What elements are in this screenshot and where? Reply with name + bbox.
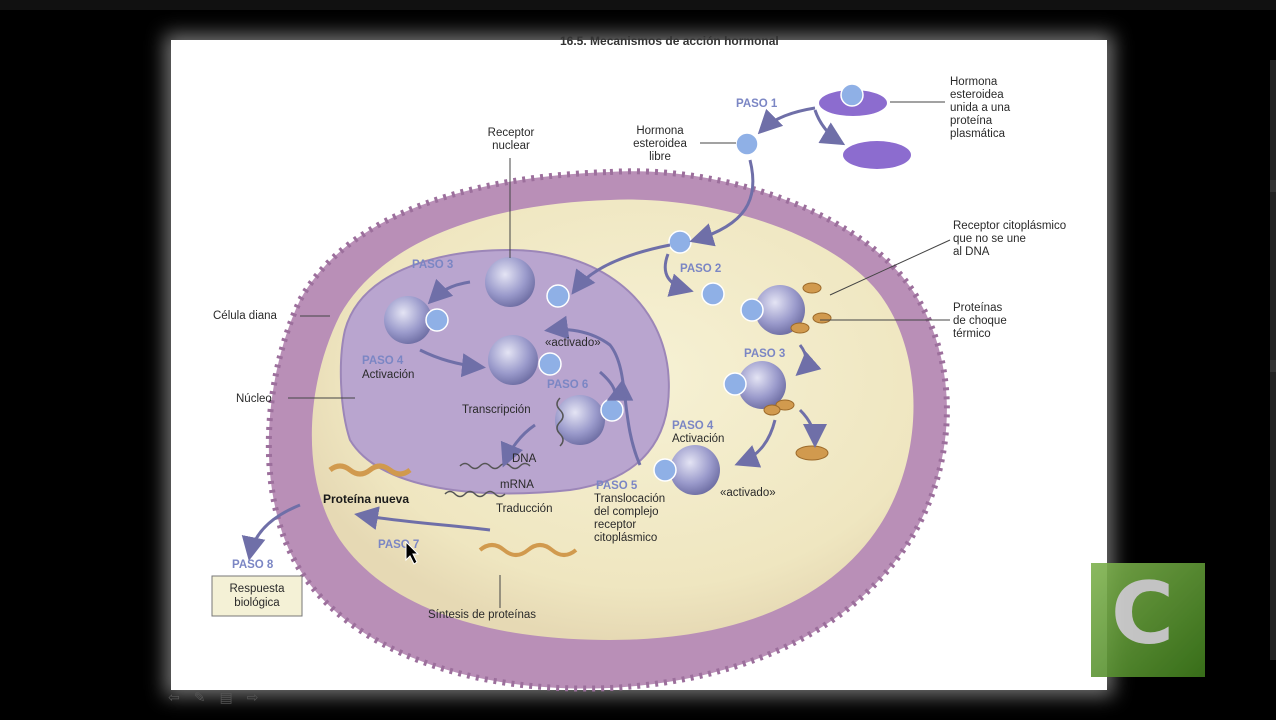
- label-dna: DNA: [512, 453, 537, 465]
- slideshow-toolbar[interactable]: ⇦✎▤⇨: [168, 690, 272, 706]
- camtasia-logo-icon: C: [1091, 563, 1205, 677]
- receptor-nuclear-activated: [488, 335, 538, 385]
- svg-text:citoplásmico: citoplásmico: [594, 532, 657, 544]
- label-transcripcion: Transcripción: [462, 404, 531, 416]
- label-traduccion: Traducción: [496, 503, 552, 515]
- pen-icon[interactable]: ✎: [194, 690, 220, 706]
- svg-text:Proteínas: Proteínas: [953, 302, 1002, 314]
- step-2: PASO 2: [680, 263, 721, 275]
- diagram-title: 16.5. Mecanismos de acción hormonal: [560, 34, 779, 48]
- receptor-cyto-activated: [670, 445, 720, 495]
- label-proteina-nueva: Proteína nueva: [323, 492, 409, 506]
- back-arrow-icon[interactable]: ⇦: [168, 690, 194, 706]
- label-receptor-citoplasmico: Receptor citoplásmico que no se une al D…: [953, 220, 1066, 258]
- step-1: PASO 1: [736, 98, 778, 110]
- label-sintesis: Síntesis de proteínas: [428, 609, 536, 621]
- label-nucleo: Núcleo: [236, 393, 272, 405]
- label-receptor-nuclear: Receptor nuclear: [488, 127, 535, 152]
- svg-text:esteroidea: esteroidea: [633, 138, 687, 150]
- label-celula-diana: Célula diana: [213, 310, 278, 322]
- step-3-cyto: PASO 3: [744, 348, 785, 360]
- svg-text:unida a una: unida a una: [950, 102, 1011, 114]
- svg-text:esteroidea: esteroidea: [950, 89, 1004, 101]
- svg-text:proteína: proteína: [950, 115, 993, 127]
- step-5: PASO 5: [596, 480, 638, 492]
- label-activado-cyto: «activado»: [720, 487, 776, 499]
- respuesta-biologica-box: Respuesta biológica: [212, 576, 302, 616]
- label-mrna: mRNA: [500, 479, 534, 491]
- svg-text:Translocación: Translocación: [594, 493, 665, 505]
- svg-text:receptor: receptor: [594, 519, 636, 531]
- svg-text:Hormona: Hormona: [636, 125, 684, 137]
- forward-arrow-icon[interactable]: ⇨: [247, 690, 273, 706]
- svg-text:biológica: biológica: [234, 597, 280, 609]
- svg-text:al DNA: al DNA: [953, 246, 990, 258]
- svg-text:Receptor: Receptor: [488, 127, 535, 139]
- receptor-nuclear-left: [384, 296, 432, 344]
- svg-text:nuclear: nuclear: [492, 140, 530, 152]
- step-4-left: PASO 4: [362, 355, 404, 367]
- label-activacion-left: Activación: [362, 369, 414, 381]
- svg-text:que no se une: que no se une: [953, 233, 1026, 245]
- step-6: PASO 6: [547, 379, 588, 391]
- label-proteinas-choque: Proteínas de choque térmico: [953, 302, 1007, 340]
- svg-text:Receptor citoplásmico: Receptor citoplásmico: [953, 220, 1066, 232]
- label-hormona-libre: Hormona esteroidea libre: [633, 125, 687, 163]
- svg-text:de choque: de choque: [953, 315, 1007, 327]
- svg-text:del complejo: del complejo: [594, 506, 659, 518]
- menu-icon[interactable]: ▤: [219, 690, 246, 706]
- step-8: PASO 8: [232, 559, 274, 571]
- label-hormona-unida: Hormona esteroidea unida a una proteína …: [950, 76, 1011, 140]
- step-4-right: PASO 4: [672, 420, 714, 432]
- svg-text:plasmática: plasmática: [950, 128, 1006, 140]
- label-activado-nuclear: «activado»: [545, 337, 601, 349]
- svg-text:térmico: térmico: [953, 328, 991, 340]
- svg-text:libre: libre: [649, 151, 671, 163]
- plasma-protein-free: [843, 141, 911, 169]
- svg-text:Hormona: Hormona: [950, 76, 998, 88]
- step-3-nuclear: PASO 3: [412, 259, 453, 271]
- svg-text:Respuesta: Respuesta: [230, 583, 286, 595]
- receptor-nuclear-top: [485, 257, 535, 307]
- label-activacion-right: Activación: [672, 433, 724, 445]
